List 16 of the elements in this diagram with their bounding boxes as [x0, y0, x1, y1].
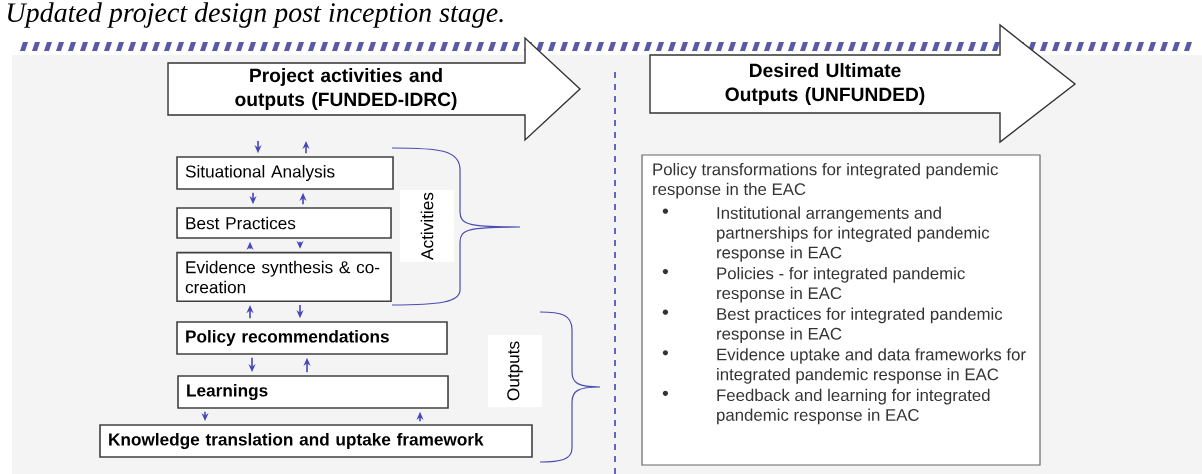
bullet-item: Policies - for integrated pandemic response in EAC — [662, 267, 965, 303]
label-box: Outputs — [488, 335, 542, 407]
process-box: Knowledge translation and uptake framework — [99, 424, 533, 458]
bullet-item: Institutional arrangements and partnerships for integrated pandemic response in EAC — [662, 206, 990, 262]
process-box: Policy recommendations — [176, 321, 448, 355]
title: Updated project design post inception stage. — [8, 2, 503, 28]
text-box — [641, 154, 1041, 466]
process-box: Evidence synthesis & co-creation — [176, 251, 392, 303]
bullet-item: Best practices for integrated pandemic response in EAC — [662, 307, 1003, 344]
bullet-item: Evidence uptake and data frameworks for integrated pandemic response in EAC — [662, 348, 1026, 384]
process-box: Best Practices — [176, 207, 392, 239]
process-box: Situational Analysis — [176, 156, 394, 190]
process-box: Learnings — [177, 375, 449, 409]
label-box: Activities — [400, 190, 454, 262]
bullet-item: Feedback and learning for integrated pandemic response in EAC — [662, 388, 990, 425]
box-heading: Policy transformations for integrated pandemic response in the EAC — [653, 163, 998, 199]
